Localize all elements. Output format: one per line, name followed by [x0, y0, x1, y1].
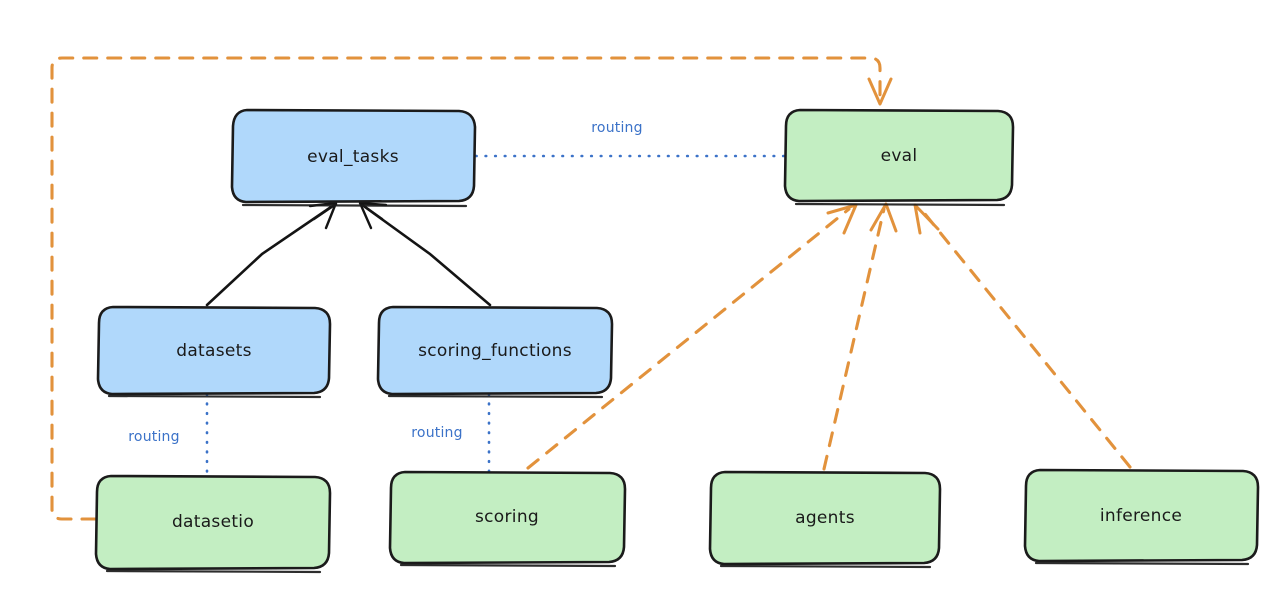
edge-datasetio-to-eval — [50, 56, 893, 521]
node-label-agents: agents — [795, 508, 855, 528]
edge-label-routing-eval-tasks-eval: routing — [591, 120, 642, 136]
node-label-scoring: scoring — [475, 507, 539, 527]
node-datasetio[interactable]: datasetio — [94, 474, 332, 574]
edge-label-group: routing routing routing — [128, 120, 642, 445]
node-eval[interactable]: eval — [783, 108, 1015, 207]
edge-agents-to-eval — [822, 202, 898, 471]
edge-scoring-functions-to-eval-tasks — [358, 201, 492, 307]
node-label-datasetio: datasetio — [172, 512, 254, 532]
edge-label-routing-scoring-functions-scoring: routing — [411, 425, 462, 441]
node-agents[interactable]: agents — [708, 470, 942, 569]
node-label-datasets: datasets — [176, 341, 252, 361]
node-label-inference: inference — [1100, 506, 1182, 526]
edge-inference-to-eval — [913, 203, 1132, 469]
node-label-scoring-functions: scoring_functions — [418, 341, 572, 361]
node-label-eval-tasks: eval_tasks — [307, 147, 399, 167]
edge-datasets-to-eval-tasks — [205, 201, 338, 307]
node-datasets[interactable]: datasets — [96, 305, 332, 399]
node-scoring[interactable]: scoring — [388, 470, 627, 568]
edge-group-routing — [205, 154, 786, 477]
node-eval-tasks[interactable]: eval_tasks — [230, 108, 477, 208]
node-label-eval: eval — [881, 146, 918, 166]
node-inference[interactable]: inference — [1023, 468, 1260, 566]
edge-label-routing-datasets-datasetio: routing — [128, 429, 179, 445]
node-scoring-functions[interactable]: scoring_functions — [376, 305, 614, 399]
edge-group-solid — [205, 201, 492, 307]
